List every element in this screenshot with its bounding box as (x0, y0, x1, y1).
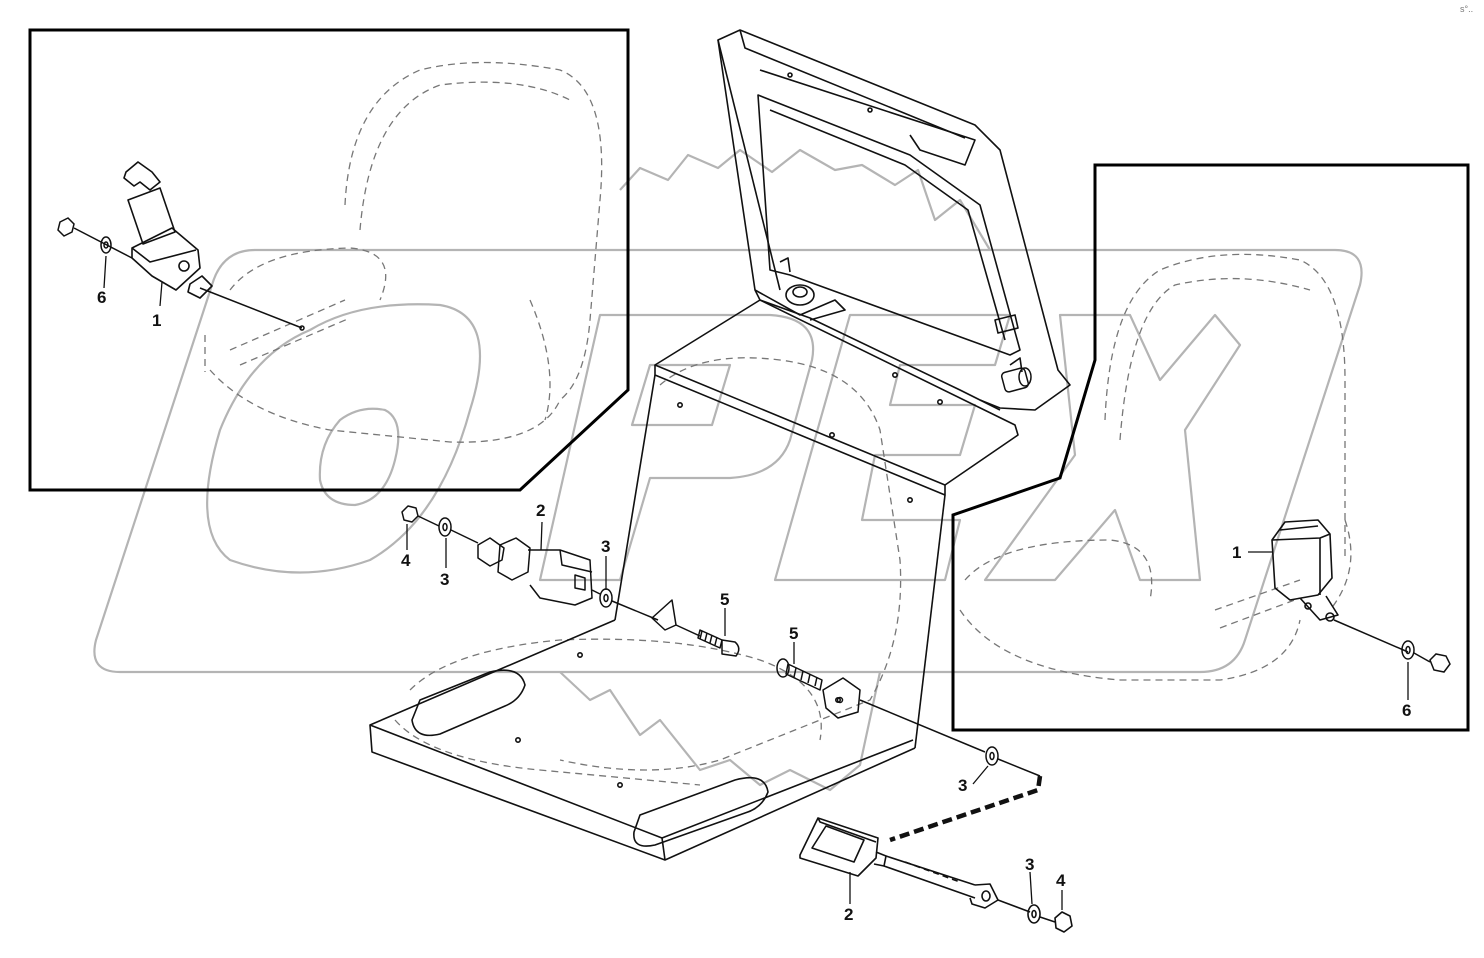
seat-back-bracket (717, 29, 1071, 411)
right-inset (951, 163, 1470, 732)
callout-washer-3-b: 3 (601, 537, 610, 556)
callout-left-inset-1: 1 (152, 311, 161, 330)
opex-watermark (93, 148, 1363, 792)
callout-right-inset-1: 1 (1232, 543, 1241, 562)
left-inset-border (28, 28, 630, 492)
left-inset-seat-outline (204, 61, 603, 443)
callout-nut-4-a: 4 (401, 551, 411, 570)
right-inset-seat-outline (959, 253, 1352, 681)
callouts (103, 255, 1409, 910)
callout-left-inset-6: 6 (97, 288, 106, 307)
callout-washer-3-a: 3 (440, 570, 449, 589)
callout-washer-3-d: 3 (1025, 855, 1034, 874)
left-retractor (123, 161, 213, 299)
seat-outline-center (394, 357, 902, 786)
belt-dashed-connector (889, 775, 1043, 843)
callout-washer-3-c: 3 (958, 776, 967, 795)
right-inset-border (951, 163, 1470, 732)
callout-bolt-5-a: 5 (720, 590, 729, 609)
corner-mark: s°.. (1460, 4, 1473, 14)
right-fasteners (1333, 619, 1451, 673)
callout-nut-4-b: 4 (1056, 871, 1066, 890)
right-retractor (1271, 519, 1339, 622)
lower-buckle (799, 817, 1073, 933)
left-fasteners (57, 217, 305, 331)
callout-buckle-2-top: 2 (536, 501, 545, 520)
callout-right-inset-6: 6 (1402, 701, 1411, 720)
seat-pan (369, 299, 1019, 861)
left-inset (28, 28, 630, 492)
callout-bolt-5-b: 5 (789, 624, 798, 643)
bracket-connector (1000, 367, 1032, 393)
upper-hardware (401, 505, 1041, 777)
callout-buckle-2-bottom: 2 (844, 905, 853, 924)
